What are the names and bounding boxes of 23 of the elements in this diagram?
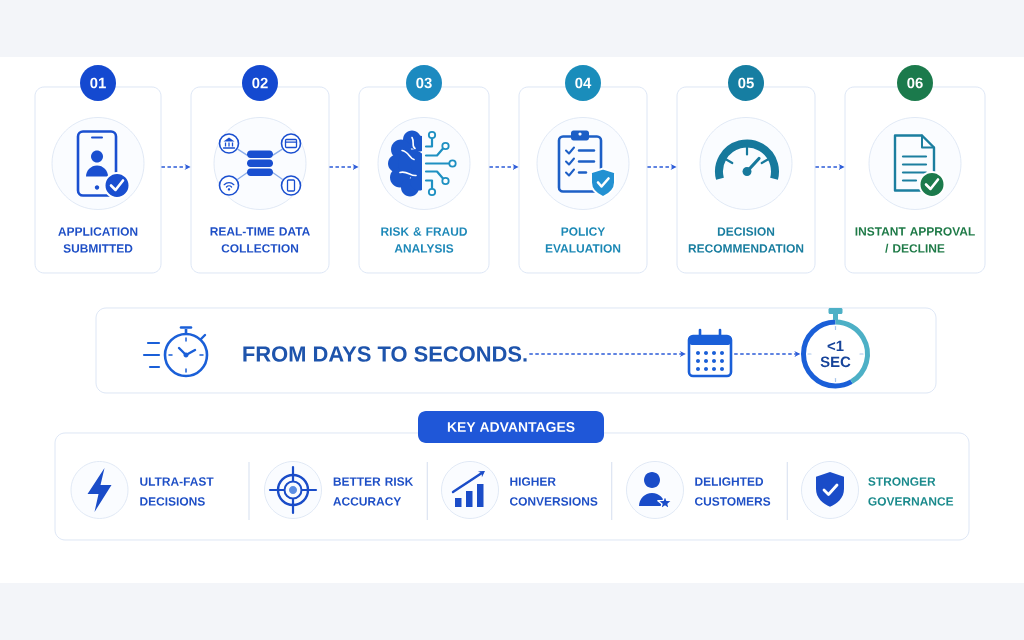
number-badge: 02 bbox=[242, 65, 278, 101]
node-label: <1 SEC bbox=[820, 340, 851, 368]
banner-box bbox=[95, 307, 937, 394]
number-badge: 05 bbox=[728, 65, 764, 101]
step-label: RISK & FRAUD ANALYSIS bbox=[381, 227, 467, 253]
advantage-label: HIGHER CONVERSIONS bbox=[510, 477, 598, 506]
step-label: APPLICATION SUBMITTED bbox=[58, 227, 138, 253]
step-label: DECISION RECOMMENDATION bbox=[688, 227, 804, 253]
step-label: INSTANT APPROVAL / DECLINE bbox=[855, 227, 975, 253]
headline: FROM DAYS TO SECONDS. bbox=[243, 346, 527, 362]
heading-pill: KEY ADVANTAGES bbox=[418, 411, 604, 443]
advantage-label: STRONGER GOVERNANCE bbox=[868, 477, 954, 506]
advantage-label: BETTER RISK ACCURACY bbox=[333, 477, 414, 506]
step-label: REAL-TIME DATA COLLECTION bbox=[210, 227, 310, 253]
number-badge: 03 bbox=[406, 65, 442, 101]
number-badge: 01 bbox=[80, 65, 116, 101]
step-label: POLICY EVALUATION bbox=[545, 227, 621, 253]
number-badge: 06 bbox=[897, 65, 933, 101]
advantage-label: ULTRA-FAST DECISIONS bbox=[140, 477, 214, 506]
calendar-icon bbox=[687, 328, 733, 378]
number-badge: 04 bbox=[565, 65, 601, 101]
advantage-label: DELIGHTED CUSTOMERS bbox=[695, 477, 771, 506]
timer-dial: <1 SEC bbox=[801, 308, 870, 389]
